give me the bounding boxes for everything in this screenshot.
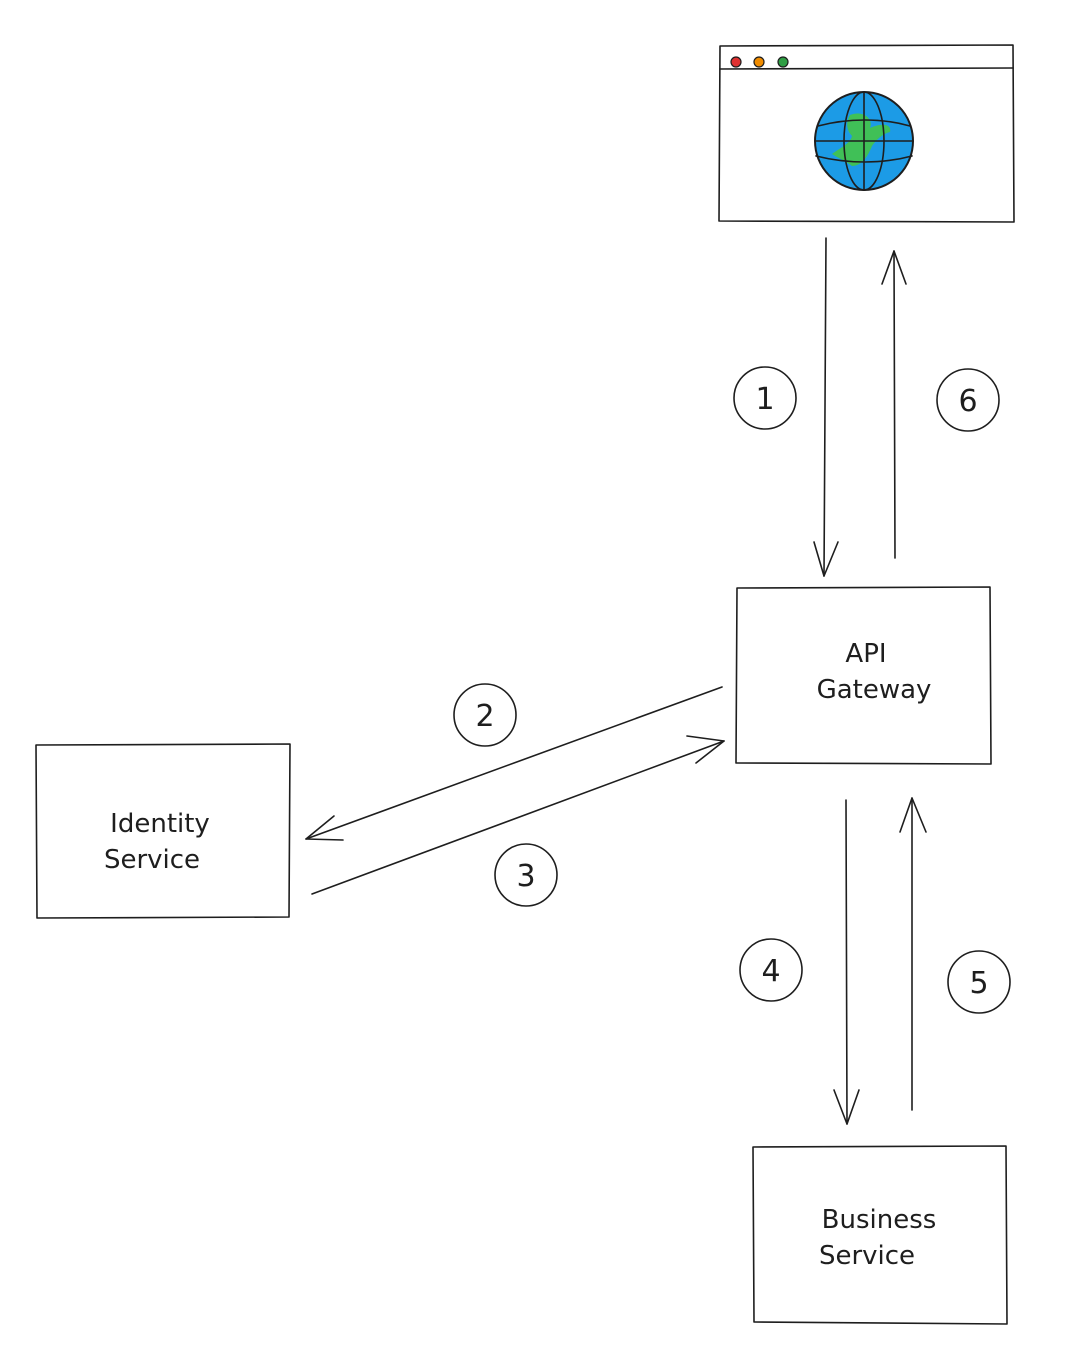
arrow-identity-to-gateway	[311, 735, 725, 895]
api-gateway-label-line2: Gateway	[817, 675, 932, 705]
step-3-label: 3	[516, 859, 535, 894]
step-1-label: 1	[755, 382, 774, 417]
globe-icon	[814, 91, 914, 191]
identity-service-node: Identity Service	[35, 743, 291, 919]
step-4-label: 4	[761, 954, 780, 989]
business-service-label-line2: Service	[819, 1241, 915, 1271]
identity-service-label-line1: Identity	[110, 809, 210, 839]
close-dot-icon	[730, 56, 742, 68]
business-service-node: Business Service	[752, 1145, 1008, 1325]
step-badge-6: 6	[936, 368, 1000, 432]
step-badge-1: 1	[733, 366, 797, 430]
api-gateway-label-line1: API	[845, 639, 886, 669]
step-6-label: 6	[958, 384, 977, 419]
api-gateway-node: API Gateway	[735, 586, 992, 765]
step-2-label: 2	[475, 699, 494, 734]
step-badge-5: 5	[947, 950, 1011, 1014]
arrow-gateway-to-browser	[881, 250, 907, 559]
step-badge-2: 2	[453, 683, 517, 747]
step-badge-3: 3	[494, 843, 558, 907]
identity-service-label-line2: Service	[104, 845, 200, 875]
maximize-dot-icon	[777, 56, 789, 68]
step-badge-4: 4	[739, 938, 803, 1002]
step-5-label: 5	[969, 966, 988, 1001]
business-service-label-line1: Business	[822, 1205, 937, 1235]
arrow-business-to-gateway	[899, 797, 927, 1111]
minimize-dot-icon	[753, 56, 765, 68]
arrow-browser-to-gateway	[813, 237, 839, 577]
browser-window	[718, 44, 1015, 223]
arrow-gateway-to-identity	[305, 686, 723, 841]
arrow-gateway-to-business	[833, 799, 860, 1125]
